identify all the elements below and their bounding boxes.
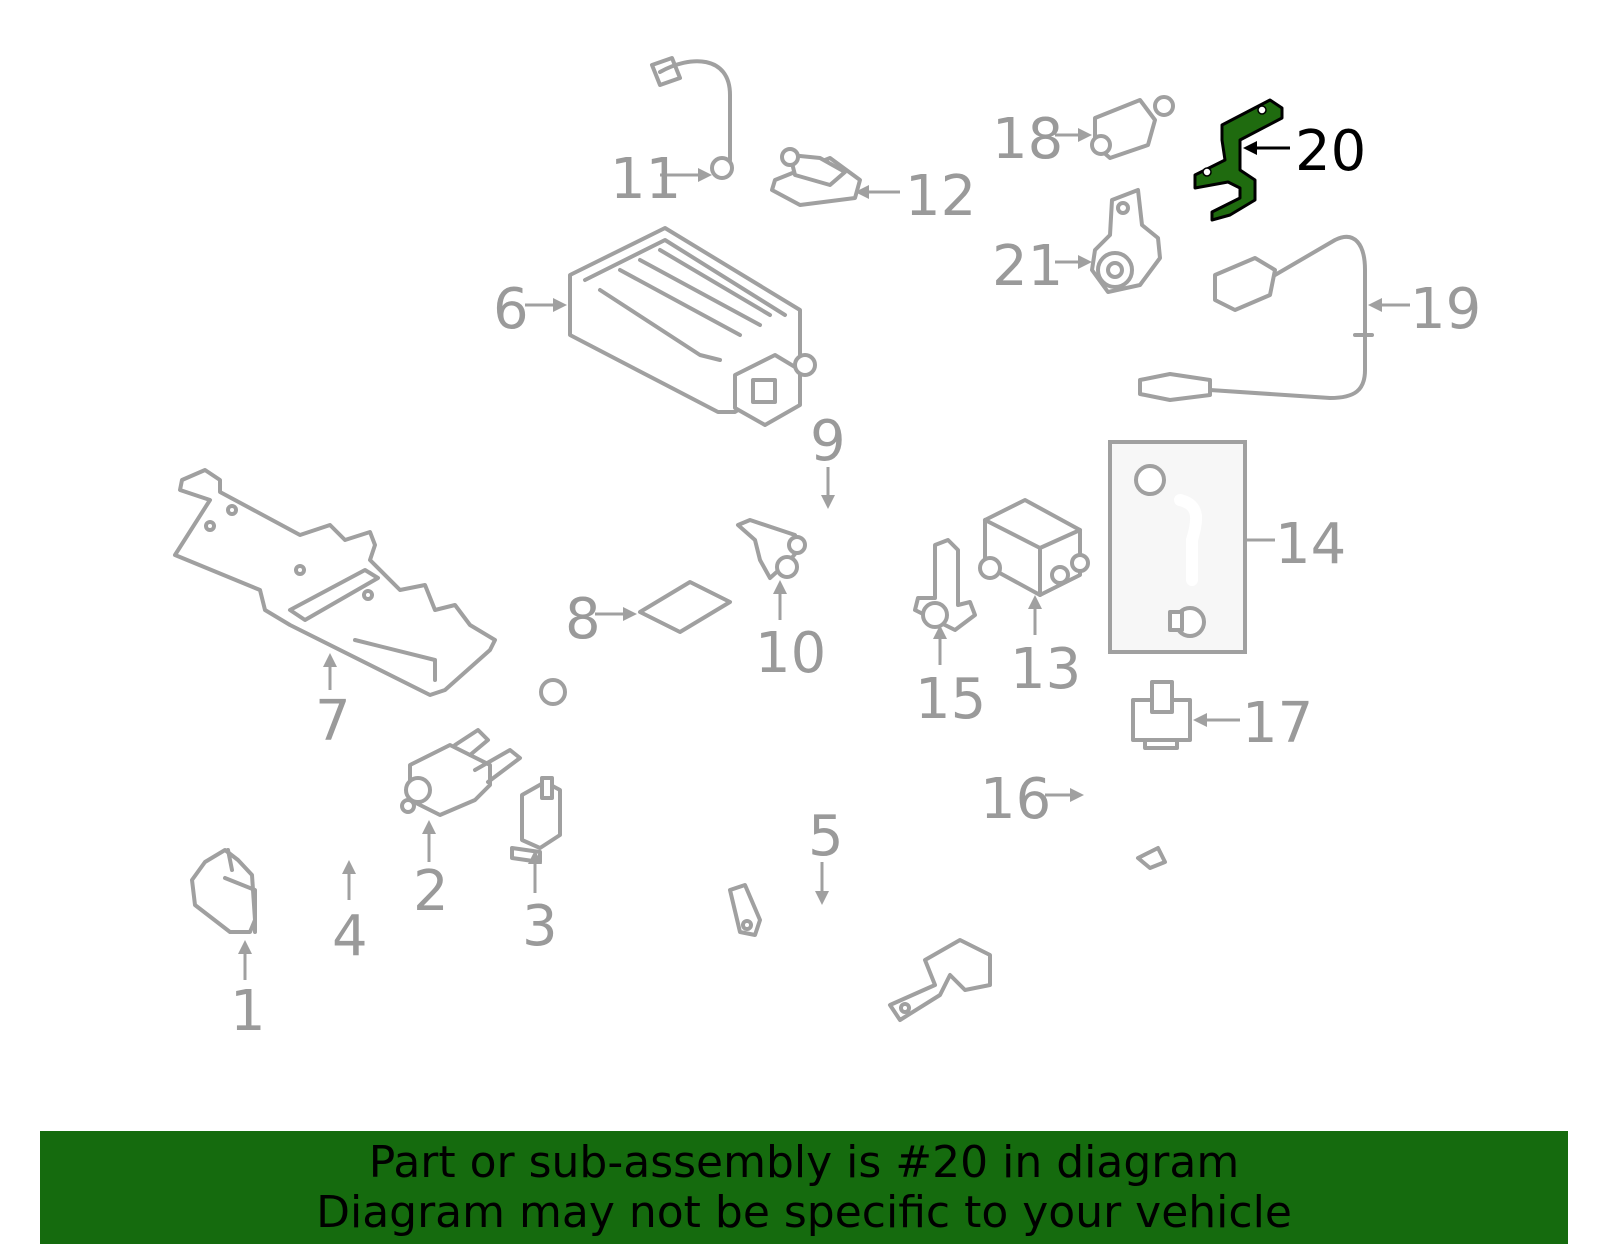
callout-13: 13 bbox=[1010, 595, 1081, 702]
part-21-sensor[interactable] bbox=[1090, 188, 1162, 294]
part-20-bracket-highlighted[interactable] bbox=[1193, 98, 1284, 222]
svg-text:21: 21 bbox=[992, 234, 1063, 299]
svg-text:10: 10 bbox=[755, 621, 826, 686]
svg-text:15: 15 bbox=[915, 667, 986, 732]
callout-6: 6 bbox=[493, 277, 567, 342]
part-6-charcoal-canister[interactable] bbox=[568, 226, 817, 427]
svg-text:4: 4 bbox=[332, 904, 368, 969]
part-17-valve[interactable] bbox=[1131, 680, 1192, 750]
callout-10: 10 bbox=[755, 580, 826, 686]
part-14-hose-kit[interactable] bbox=[1108, 440, 1247, 654]
part-1-pressure-sensor[interactable] bbox=[190, 848, 257, 934]
svg-text:5: 5 bbox=[808, 804, 844, 869]
svg-text:16: 16 bbox=[980, 767, 1051, 832]
svg-text:11: 11 bbox=[610, 147, 681, 212]
part-7-heat-shield[interactable] bbox=[173, 468, 497, 697]
svg-text:6: 6 bbox=[493, 277, 529, 342]
svg-text:9: 9 bbox=[810, 409, 846, 474]
callout-4: 4 bbox=[332, 860, 368, 969]
callout-15: 15 bbox=[915, 625, 986, 732]
svg-text:8: 8 bbox=[565, 587, 601, 652]
part-3-check-valve[interactable] bbox=[510, 776, 562, 864]
callout-11: 11 bbox=[610, 147, 712, 212]
callout-18: 18 bbox=[992, 107, 1092, 172]
callout-7: 7 bbox=[315, 653, 351, 754]
part-4-hose[interactable] bbox=[279, 816, 386, 911]
callout-19: 19 bbox=[1368, 277, 1481, 342]
callout-14: 14 bbox=[1245, 512, 1346, 577]
callout-21: 21 bbox=[992, 234, 1092, 299]
part-15-elbow-fitting[interactable] bbox=[913, 538, 977, 632]
banner-line-1: Part or sub-assembly is #20 in diagram bbox=[368, 1136, 1240, 1188]
part-13-module[interactable] bbox=[978, 498, 1090, 597]
svg-text:14: 14 bbox=[1275, 512, 1346, 577]
svg-text:17: 17 bbox=[1242, 691, 1313, 756]
part-11-sensor-wire[interactable] bbox=[650, 56, 734, 180]
callout-17: 17 bbox=[1193, 691, 1313, 756]
info-banner: Part or sub-assembly is #20 in diagram D… bbox=[40, 1131, 1568, 1244]
callout-5: 5 bbox=[808, 804, 844, 905]
part-19-oxygen-sensor[interactable] bbox=[1138, 234, 1374, 402]
callout-9: 9 bbox=[810, 409, 846, 509]
svg-text:18: 18 bbox=[992, 107, 1063, 172]
part-5-vapor-pipe[interactable] bbox=[539, 670, 1094, 1034]
svg-text:20: 20 bbox=[1295, 119, 1366, 184]
part-16-tube[interactable] bbox=[1085, 785, 1280, 905]
callout-12: 12 bbox=[855, 164, 976, 229]
callout-8: 8 bbox=[565, 587, 637, 652]
svg-text:13: 13 bbox=[1010, 637, 1081, 702]
parts-diagram: 11 12 6 18 bbox=[173, 56, 1481, 1044]
callout-2: 2 bbox=[413, 820, 449, 924]
callout-3: 3 bbox=[522, 850, 558, 959]
part-9-hose[interactable] bbox=[818, 513, 892, 642]
svg-text:19: 19 bbox=[1410, 277, 1481, 342]
callout-16: 16 bbox=[980, 767, 1084, 832]
callout-20: 20 bbox=[1243, 119, 1366, 184]
part-10-fitting[interactable] bbox=[736, 518, 807, 580]
svg-text:7: 7 bbox=[315, 689, 351, 754]
part-18-sensor[interactable] bbox=[1090, 95, 1175, 160]
part-2-solenoid-valve[interactable] bbox=[400, 728, 522, 817]
svg-text:12: 12 bbox=[905, 164, 976, 229]
callout-1: 1 bbox=[230, 940, 266, 1044]
svg-text:3: 3 bbox=[522, 894, 558, 959]
part-12-purge-valve[interactable] bbox=[770, 147, 862, 207]
svg-text:2: 2 bbox=[413, 859, 449, 924]
part-8-gasket[interactable] bbox=[638, 580, 732, 634]
banner-line-2: Diagram may not be specific to your vehi… bbox=[316, 1186, 1292, 1238]
svg-text:1: 1 bbox=[230, 979, 266, 1044]
